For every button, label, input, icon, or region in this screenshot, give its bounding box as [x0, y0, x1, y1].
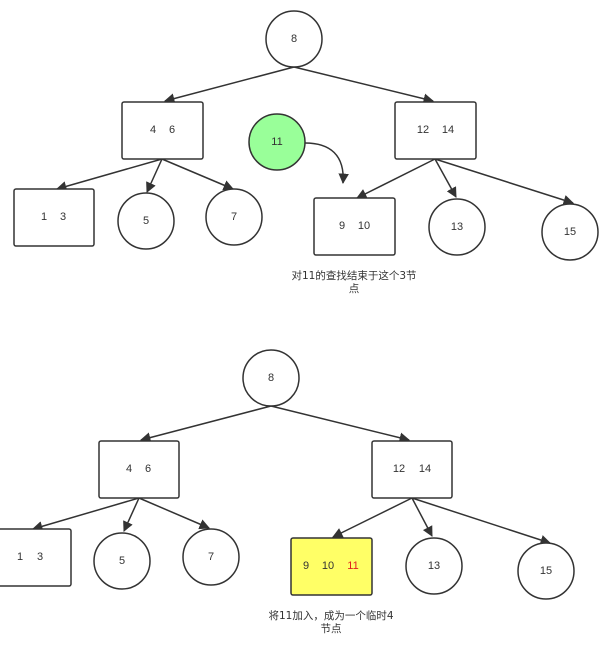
left-node: 4 6: [98, 440, 180, 499]
left-key-1: 4: [126, 463, 132, 475]
leaf-key: 15: [540, 565, 552, 577]
leaf-node: 1 3: [0, 528, 72, 587]
edge-root-left: [139, 405, 272, 443]
temp-key-2: 10: [322, 560, 334, 572]
right-node: 12 14: [394, 101, 477, 160]
leaf-key: 9: [339, 220, 345, 232]
search-key: 11: [271, 136, 282, 148]
leaf-key: 1: [17, 551, 23, 563]
edge-left-leaf1: [55, 158, 163, 192]
edge-left-leaf3: [161, 158, 234, 191]
caption-bottom-line2: 节点: [321, 623, 342, 635]
leaf-node: 15: [517, 542, 575, 600]
left-key-1: 4: [150, 124, 156, 136]
edge-right-leaf1: [356, 158, 436, 199]
top-tree: 8 4 6 12 14 11 1 3 5: [13, 10, 599, 295]
leaf-node: 5: [117, 192, 175, 250]
root-node: 8: [265, 10, 323, 68]
right-key-2: 14: [442, 124, 454, 136]
leaf-node: 7: [205, 188, 263, 246]
leaf-node: 13: [428, 198, 486, 256]
caption-top-line1: 对11的查找结束于这个3节: [291, 269, 416, 282]
temp-4-node: 9 10 11: [290, 537, 373, 596]
edge-right-leaf3: [411, 497, 551, 546]
edge-right-temp: [332, 497, 413, 538]
right-key-2: 14: [419, 463, 431, 475]
edge-right-leaf3: [434, 158, 575, 206]
edge-left-leaf3: [138, 497, 210, 530]
root-key: 8: [268, 372, 274, 384]
leaf-node: 15: [541, 203, 599, 261]
leaf-key: 5: [143, 215, 149, 227]
search-arrow: [304, 142, 349, 185]
leaf-key: 10: [358, 220, 370, 232]
leaf-key: 13: [451, 221, 463, 233]
leaf-key: 7: [208, 551, 214, 563]
leaf-key: 3: [37, 551, 43, 563]
bottom-tree: 8 4 6 12 14 1 3 5 7: [0, 349, 575, 635]
caption-top-line2: 点: [349, 283, 360, 295]
leaf-key: 13: [428, 560, 440, 572]
temp-key-1: 9: [303, 560, 309, 572]
edge-root-right: [270, 405, 411, 443]
edge-right-leaf2: [434, 158, 457, 198]
root-key: 8: [291, 33, 297, 45]
search-node: 11: [248, 113, 306, 171]
temp-key-new: 11: [347, 560, 358, 572]
edge-left-leaf1: [31, 497, 140, 532]
edge-left-leaf2: [146, 158, 163, 193]
leaf-node: 13: [405, 537, 463, 595]
edge-right-leaf2: [411, 497, 433, 537]
leaf-key: 7: [231, 211, 237, 223]
leaf-node: 1 3: [13, 188, 95, 247]
right-node: 12 14: [371, 440, 453, 499]
leaf-key: 1: [41, 211, 47, 223]
edge-root-right: [293, 66, 435, 104]
right-key-1: 12: [393, 463, 405, 475]
edge-left-leaf2: [123, 497, 140, 532]
left-key-2: 6: [145, 463, 151, 475]
leaf-key: 5: [119, 555, 125, 567]
left-key-2: 6: [169, 124, 175, 136]
leaf-node: 5: [93, 532, 151, 590]
root-node: 8: [242, 349, 300, 407]
leaf-key: 3: [60, 211, 66, 223]
right-key-1: 12: [417, 124, 429, 136]
leaf-key: 15: [564, 226, 576, 238]
leaf-node: 7: [182, 528, 240, 586]
leaf-node-target: 9 10: [313, 197, 396, 256]
caption-bottom-line1: 将11加入，成为一个临时4: [268, 609, 393, 622]
left-node: 4 6: [121, 101, 204, 160]
edge-root-left: [163, 66, 295, 104]
